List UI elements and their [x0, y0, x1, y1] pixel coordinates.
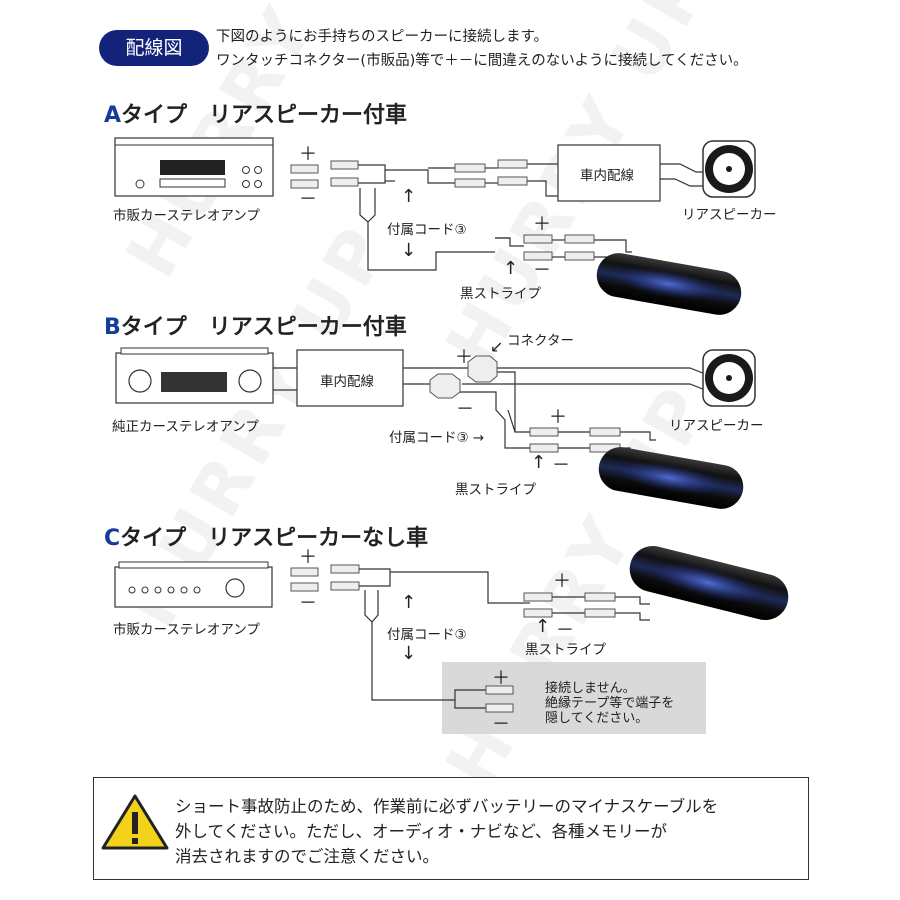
type-c-diagram	[114, 545, 789, 734]
terminal-connector	[523, 234, 553, 244]
type-b-letter: B	[104, 315, 121, 340]
car-wiring-box	[557, 144, 661, 202]
terminal-connector	[523, 251, 553, 261]
terminal-connector	[290, 567, 319, 577]
type-b-connector-label: コネクター	[507, 333, 574, 349]
led-light-bar-icon	[598, 447, 744, 509]
warning-triangle-icon	[101, 794, 169, 850]
plus-sign: ＋	[299, 547, 317, 568]
warning-line-1: ショート事故防止のため、作業前に必ずバッテリーのマイナスケーブルを	[175, 797, 719, 816]
terminal-connector	[454, 163, 486, 173]
wiring-diagram-badge: 配線図	[99, 30, 209, 66]
minus-sign: －	[299, 189, 317, 210]
type-a-speaker-label: リアスピーカー	[682, 207, 777, 223]
terminal-connector	[589, 427, 621, 437]
connector-icon	[467, 355, 498, 383]
type-b-title: Bタイプ リアスピーカー付車	[104, 309, 407, 341]
type-a-title: Aタイプ リアスピーカー付車	[104, 97, 407, 129]
minus-sign: －	[492, 714, 510, 735]
terminal-connector	[529, 427, 559, 437]
type-c-stripe-label: 黒ストライプ	[525, 642, 606, 658]
type-b-speaker-label: リアスピーカー	[669, 418, 764, 434]
up-arrow-icon: ↑	[503, 258, 519, 279]
warning-line-2: 外してください。ただし、オーディオ・ナビなど、各種メモリーが	[175, 822, 668, 841]
terminal-connector	[523, 592, 553, 602]
led-light-bar-icon	[629, 545, 789, 621]
type-b-stripe-label: 黒ストライプ	[455, 482, 536, 498]
plus-sign: ＋	[553, 571, 571, 592]
down-arrow-icon: ↓	[401, 643, 417, 664]
type-b-diagram	[115, 347, 756, 509]
note-line-1: 接続しません。	[545, 681, 636, 696]
type-c-cord-label: 付属コード③	[387, 627, 467, 643]
terminal-connector	[454, 178, 486, 188]
aftermarket-amplifier-icon	[114, 137, 274, 197]
wires	[358, 163, 705, 271]
type-a-letter: A	[104, 103, 122, 128]
up-arrow-icon: ↑	[401, 186, 417, 207]
left-down-arrow-icon: ↙	[490, 337, 504, 356]
type-a-amp-label: 市販カーステレオアンプ	[113, 208, 260, 224]
type-a-title-text: タイプ リアスピーカー付車	[121, 103, 408, 128]
connector-icon	[429, 373, 461, 399]
terminal-connector	[497, 176, 528, 186]
type-a-car-wiring-label: 車内配線	[580, 168, 634, 184]
type-a-stripe-label: 黒ストライプ	[460, 286, 541, 302]
terminal-connector	[485, 703, 514, 713]
warning-box	[93, 777, 809, 880]
type-b-amp-label: 純正カーステレオアンプ	[112, 419, 259, 435]
type-b-cord-label: 付属コード③ →	[389, 430, 485, 446]
type-c-letter: C	[104, 526, 121, 551]
type-c-amp-label: 市販カーステレオアンプ	[113, 622, 260, 638]
plus-sign: ＋	[299, 144, 317, 165]
minus-sign: －	[552, 455, 570, 476]
down-arrow-icon: ↓	[401, 240, 417, 261]
intro-line-1: 下図のようにお手持ちのスピーカーに接続します。	[216, 29, 549, 45]
note-line-3: 隠してください。	[545, 711, 649, 726]
terminal-connector	[330, 177, 359, 187]
intro-line-2: ワンタッチコネクター(市販品)等で＋－に間違えのないように接続してください。	[216, 53, 748, 69]
plus-sign: ＋	[549, 407, 567, 428]
stock-amplifier-icon	[115, 347, 274, 404]
terminal-connector	[485, 685, 514, 695]
type-a-diagram	[114, 137, 756, 315]
led-light-bar-icon	[596, 253, 742, 315]
terminal-connector	[290, 164, 319, 174]
terminal-connector	[564, 234, 595, 244]
minus-sign: －	[299, 593, 317, 614]
terminal-connector	[290, 582, 319, 592]
terminal-connector	[523, 608, 553, 618]
plus-sign: ＋	[492, 668, 510, 689]
terminal-connector	[584, 608, 616, 618]
warning-line-3: 消去されますのでご注意ください。	[175, 847, 439, 866]
plus-sign: ＋	[455, 347, 473, 368]
terminal-connector	[584, 592, 616, 602]
minus-sign: －	[556, 620, 574, 641]
rear-speaker-icon	[702, 349, 756, 407]
type-c-title: Cタイプ リアスピーカーなし車	[104, 520, 428, 552]
wires	[359, 568, 650, 709]
minus-sign: －	[456, 399, 474, 420]
type-c-title-text: タイプ リアスピーカーなし車	[120, 526, 429, 551]
type-b-title-text: タイプ リアスピーカー付車	[120, 315, 407, 340]
up-arrow-icon: ↑	[531, 452, 547, 473]
type-a-cord-label: 付属コード③	[387, 222, 467, 238]
rear-speaker-icon	[702, 140, 756, 198]
terminal-connector	[564, 251, 595, 261]
type-b-car-wiring-label: 車内配線	[320, 374, 374, 390]
plus-sign: ＋	[533, 214, 551, 235]
note-line-2: 絶縁テープ等で端子を	[545, 696, 675, 711]
up-arrow-icon: ↑	[401, 592, 417, 613]
minus-sign: －	[533, 260, 551, 281]
terminal-connector	[529, 443, 559, 453]
terminal-connector	[497, 159, 528, 169]
car-wiring-box	[296, 349, 404, 407]
up-arrow-icon: ↑	[535, 616, 551, 637]
terminal-connector	[290, 179, 319, 189]
aftermarket-amplifier-icon	[114, 561, 273, 608]
not-connected-panel	[442, 662, 706, 734]
